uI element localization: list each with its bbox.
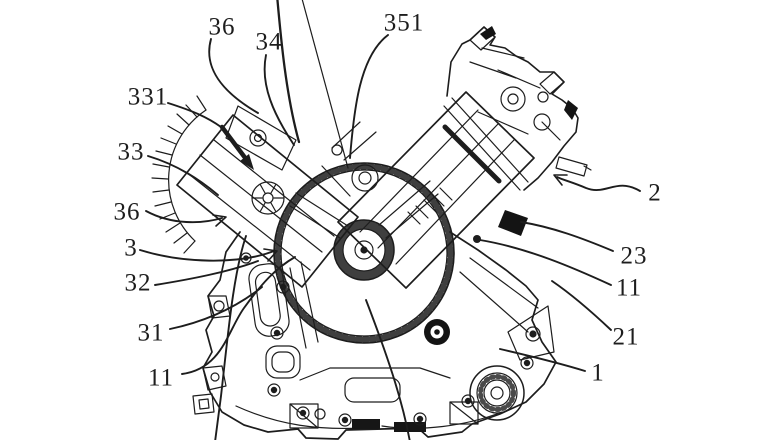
leader-331-bold — [219, 124, 249, 162]
crankcase — [192, 162, 557, 440]
ref-numeral-2: 2 — [648, 179, 662, 207]
ref-numeral-36-left: 36 — [113, 198, 141, 226]
leader-3 — [139, 249, 275, 262]
leader-31 — [169, 286, 263, 330]
ref-numeral-3: 3 — [124, 234, 138, 262]
arrowhead-331 — [240, 154, 254, 170]
case-bolts — [240, 252, 534, 427]
arrowhead-36-left — [212, 214, 227, 227]
leader-36-left — [145, 210, 223, 224]
leader-23 — [520, 221, 614, 252]
ref-numeral-1: 1 — [591, 359, 605, 387]
ref-numeral-351: 351 — [383, 9, 425, 37]
leader-32 — [154, 260, 259, 286]
leader-36-top — [208, 38, 259, 114]
leader-cutoff-top-b — [301, 0, 349, 169]
arrowhead-3 — [263, 248, 278, 262]
intake-port — [498, 210, 528, 236]
leader-cutoff-bottom-b — [365, 299, 411, 440]
leader-lines — [139, 0, 641, 440]
ref-numeral-32: 32 — [124, 269, 152, 297]
cylinder-head — [443, 26, 592, 236]
leader-cutoff-top-a — [276, 0, 301, 144]
crank-details — [289, 121, 439, 281]
leader-331 — [167, 102, 222, 128]
leader-351 — [349, 34, 389, 159]
ref-numeral-33: 33 — [117, 138, 145, 166]
ref-numeral-11-right: 11 — [615, 274, 643, 302]
dark-boss — [424, 319, 450, 345]
leader-11-left — [181, 256, 296, 375]
leader-2 — [556, 176, 641, 192]
leader-1 — [499, 348, 586, 372]
crank-opening — [273, 162, 455, 344]
ref-numeral-31: 31 — [137, 319, 165, 347]
head-stud — [555, 156, 592, 177]
leader-33 — [147, 155, 219, 196]
leader-11-right — [479, 239, 612, 286]
leader-34 — [263, 54, 295, 146]
ref-numeral-23: 23 — [620, 242, 648, 270]
ref-numeral-36-top: 36 — [208, 13, 236, 41]
pulley-boss — [469, 365, 525, 421]
left-piston — [251, 181, 285, 215]
arrowhead-2 — [553, 174, 568, 186]
dot-11-right — [473, 235, 481, 243]
leader-21 — [551, 280, 612, 331]
ref-numeral-21: 21 — [612, 323, 640, 351]
ref-numeral-331: 331 — [127, 83, 169, 111]
right-cylinder — [337, 26, 592, 289]
leader-cutoff-bottom-a — [214, 235, 247, 440]
ref-numeral-11-left: 11 — [147, 364, 175, 392]
ref-numeral-34: 34 — [255, 28, 283, 56]
cooling-fins — [151, 95, 207, 254]
